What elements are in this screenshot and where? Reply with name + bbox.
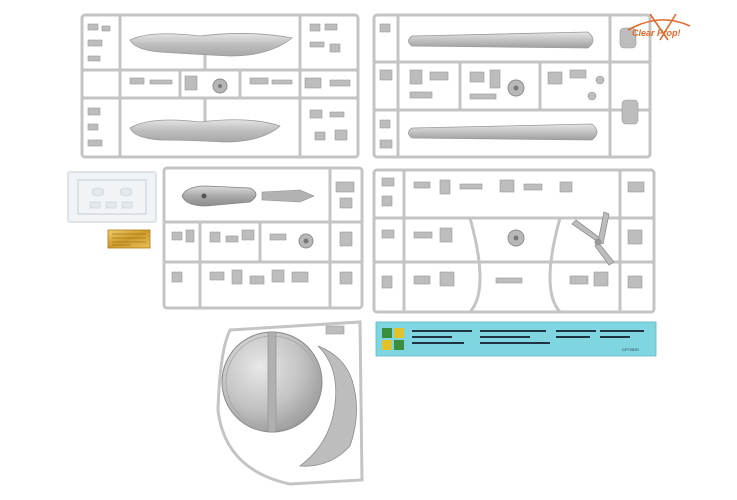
clear-prop-logo: Clear Prop!: [627, 13, 691, 41]
booms-icon: [408, 31, 598, 141]
small-parts-sprue2: [379, 23, 639, 149]
sprue-long-booms: [372, 13, 652, 159]
clear-parts-sprue: [67, 171, 157, 223]
fuselage-halves-icon: [129, 33, 293, 143]
sprue-rotor-disc: [216, 320, 364, 486]
decal-marking-rows: [412, 330, 644, 344]
photo-etch-fret: [107, 229, 151, 249]
hub-part: [507, 229, 525, 247]
logo-text: Clear Prop!: [632, 28, 681, 38]
propeller-icon: [571, 211, 615, 266]
photo-etch-icon: [112, 233, 146, 246]
decal-sheet: CP72020: [375, 321, 657, 357]
canopy-icon: [89, 187, 133, 209]
sprue-fuselage-halves: [80, 13, 360, 159]
sprue-nacelle: [162, 166, 364, 310]
small-parts-sprue3: [171, 181, 355, 285]
small-parts-sprue4: [381, 177, 645, 289]
decal-insignia-icons: [382, 328, 404, 350]
small-parts-sprue1: [87, 23, 351, 147]
clear-prop-logo-icon: [627, 13, 691, 41]
nacelle-icon: [181, 185, 315, 249]
decal-code: CP72020: [622, 347, 639, 352]
disc-icon: [221, 331, 323, 433]
